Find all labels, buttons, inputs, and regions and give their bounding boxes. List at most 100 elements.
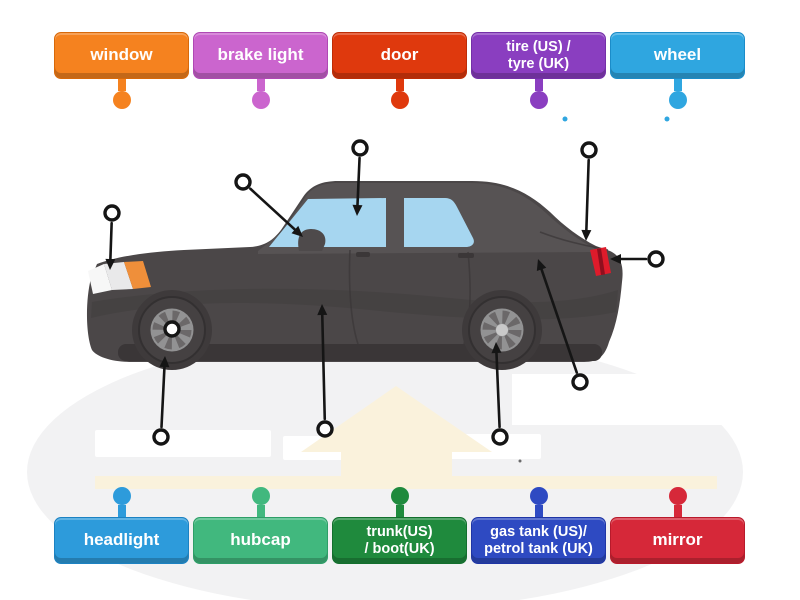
label-text: window	[90, 45, 153, 65]
label-text-2: petrol tank (UK)	[484, 540, 593, 557]
pin-mirror[interactable]	[234, 173, 303, 237]
label-chip-door[interactable]: door	[332, 32, 467, 79]
pin-gas-tank[interactable]	[536, 259, 589, 391]
pin-drop-circle[interactable]	[491, 428, 509, 446]
pin-arrowhead	[105, 258, 116, 270]
pin-leader-line	[356, 156, 361, 207]
headlight-orange	[124, 261, 151, 289]
front-door-handle	[356, 252, 370, 257]
label-chip-tire[interactable]: tire (US) / tyre (UK)	[471, 32, 606, 79]
label-stem	[256, 505, 265, 517]
label-text: tire (US) /	[506, 38, 571, 55]
rear-spokes	[482, 310, 522, 350]
pin-drop-circle[interactable]	[234, 173, 252, 191]
pin-drop-circle[interactable]	[571, 373, 589, 391]
label-dot	[112, 487, 131, 505]
label-stem	[395, 79, 404, 91]
label-dot	[390, 91, 409, 109]
pin-arrowhead	[491, 342, 502, 354]
label-dot	[529, 91, 548, 109]
label-chip-brake-light[interactable]: brake light	[193, 32, 328, 79]
rear-window-glass	[404, 198, 474, 247]
rear-door-handle	[458, 253, 474, 258]
headlight-lens	[104, 262, 133, 290]
label-dot	[112, 91, 131, 109]
car-illustration	[86, 181, 623, 370]
label-chip-gas-tank[interactable]: gas tank (US)/ petrol tank (UK)	[471, 517, 606, 564]
beige-band	[95, 476, 717, 489]
label-stem	[256, 79, 265, 91]
pin-arrowhead	[352, 204, 363, 216]
label-hubcap[interactable]: hubcap	[193, 487, 328, 564]
road-stripe	[95, 430, 271, 457]
pin-arrowhead	[581, 229, 592, 241]
answer-pins	[103, 139, 665, 446]
label-stem	[673, 79, 682, 91]
pin-front-tire[interactable]	[152, 356, 170, 446]
pin-arrowhead	[610, 254, 621, 264]
pin-door[interactable]	[316, 304, 334, 438]
pin-leader-line	[109, 221, 113, 261]
label-headlight[interactable]: headlight	[54, 487, 189, 564]
pin-window[interactable]	[351, 139, 369, 216]
pin-drop-circle[interactable]	[351, 139, 369, 157]
bottom-label-row: headlight hubcap trunk(US) / boot(UK)	[54, 487, 745, 564]
pin-brake-light[interactable]	[610, 250, 665, 268]
label-dot	[668, 91, 687, 109]
label-chip-headlight[interactable]: headlight	[54, 517, 189, 564]
label-text: headlight	[83, 530, 160, 550]
up-arrow-shape	[301, 386, 492, 479]
label-stem	[395, 505, 404, 517]
front-door-seam	[348, 249, 359, 345]
label-text: hubcap	[230, 530, 291, 550]
label-text: brake light	[217, 45, 304, 65]
pin-headlight[interactable]	[103, 204, 121, 270]
label-dot	[529, 487, 548, 505]
label-door[interactable]: door	[332, 32, 467, 109]
pin-drop-circle[interactable]	[316, 420, 334, 438]
pin-drop-circle[interactable]	[163, 320, 181, 338]
label-tire[interactable]: tire (US) / tyre (UK)	[471, 32, 606, 109]
label-chip-trunk[interactable]: trunk(US) / boot(UK)	[332, 517, 467, 564]
label-wheel[interactable]: wheel	[610, 32, 745, 109]
pin-leader-line	[585, 158, 590, 232]
label-text: wheel	[653, 45, 702, 65]
blue-speck	[562, 116, 568, 122]
label-chip-mirror[interactable]: mirror	[610, 517, 745, 564]
headlight-white	[88, 264, 112, 294]
pin-trunk[interactable]	[580, 141, 598, 241]
label-chip-hubcap[interactable]: hubcap	[193, 517, 328, 564]
label-trunk[interactable]: trunk(US) / boot(UK)	[332, 487, 467, 564]
front-spokes	[152, 310, 192, 350]
pin-front-hubcap[interactable]	[163, 320, 181, 338]
label-dot	[251, 91, 270, 109]
pin-arrowhead	[291, 225, 303, 237]
pin-arrowhead	[317, 304, 328, 316]
label-text: door	[380, 45, 419, 65]
pin-drop-circle[interactable]	[103, 204, 121, 222]
label-stem	[534, 505, 543, 517]
pin-drop-circle[interactable]	[580, 141, 598, 159]
pin-leader-line	[249, 187, 297, 231]
pin-arrowhead	[536, 259, 547, 272]
road-band	[512, 374, 748, 425]
label-text-2: tyre (UK)	[507, 55, 570, 72]
label-text: gas tank (US)/	[490, 523, 587, 540]
label-gas-tank[interactable]: gas tank (US)/ petrol tank (UK)	[471, 487, 606, 564]
label-mirror[interactable]: mirror	[610, 487, 745, 564]
pin-drop-circle[interactable]	[647, 250, 665, 268]
label-brake-light[interactable]: brake light	[193, 32, 328, 109]
pin-drop-circle[interactable]	[152, 428, 170, 446]
label-dot	[668, 487, 687, 505]
rear-hubcap	[496, 324, 508, 336]
pin-leader-line	[160, 365, 166, 429]
label-window[interactable]: window	[54, 32, 189, 109]
pin-rear-wheel[interactable]	[491, 342, 509, 446]
label-chip-wheel[interactable]: wheel	[610, 32, 745, 79]
pin-leader-line	[320, 313, 327, 421]
label-chip-window[interactable]: window	[54, 32, 189, 79]
pin-leader-line	[495, 351, 501, 429]
label-text: trunk(US)	[366, 523, 433, 540]
gray-speck	[518, 459, 522, 463]
